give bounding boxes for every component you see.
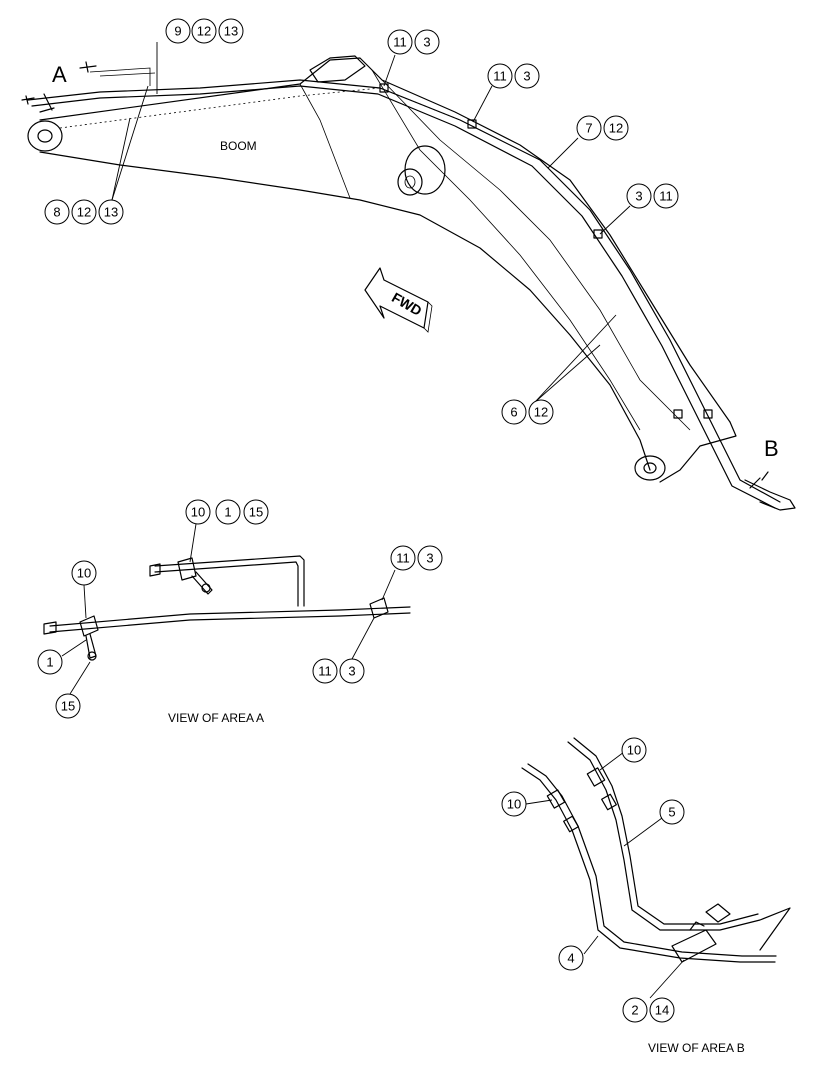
area-b-letter: B (764, 436, 779, 461)
callout-15: 15 (249, 505, 263, 520)
callout-12: 12 (534, 405, 548, 420)
callout-11: 11 (493, 69, 507, 84)
callout-2: 2 (631, 1003, 638, 1018)
callout-group-11-3-top: 11 3 (383, 29, 440, 87)
callout-10: 10 (77, 566, 91, 581)
boom-structure (27, 55, 737, 483)
fwd-label: FWD (389, 289, 425, 319)
view-area-a (43, 555, 411, 661)
callout-1: 1 (224, 505, 231, 520)
callout-group-11-3-view-top: 11 3 (381, 545, 443, 601)
callout-12: 12 (197, 24, 211, 39)
view-b-caption: VIEW OF AREA B (648, 1041, 745, 1055)
callout-10: 10 (627, 743, 641, 758)
callout-3: 3 (426, 551, 433, 566)
hydraulic-lines-boom (27, 67, 781, 509)
callout-group-10-view: 10 (71, 560, 97, 619)
callout-group-10-1-15-a: 10 1 15 (185, 499, 269, 563)
callout-group-11-3-view-bottom: 11 3 (312, 617, 375, 684)
callout-5: 5 (668, 805, 675, 820)
view-area-b (521, 737, 791, 963)
callout-group-1-view: 1 (37, 639, 87, 675)
callout-8: 8 (53, 205, 60, 220)
callout-6: 6 (510, 405, 517, 420)
callout-group-5: 5 (623, 799, 685, 847)
callout-13: 13 (224, 24, 238, 39)
callout-11: 11 (393, 35, 407, 50)
callout-11: 11 (318, 664, 332, 679)
callout-group-10-b-top: 10 (599, 737, 647, 771)
callout-group-4: 4 (558, 935, 599, 971)
callout-4: 4 (567, 951, 574, 966)
callout-group-7-12: 7 12 (547, 115, 629, 169)
callout-group-10-b-left: 10 (501, 791, 553, 817)
callout-1: 1 (46, 655, 53, 670)
callout-group-15-view: 15 (55, 661, 91, 719)
callout-group-11-3-mid: 11 3 (472, 63, 540, 123)
callout-12: 12 (77, 205, 91, 220)
callout-10: 10 (507, 797, 521, 812)
view-a-caption: VIEW OF AREA A (168, 711, 264, 725)
callout-10: 10 (191, 505, 205, 520)
callout-3: 3 (348, 664, 355, 679)
callout-3: 3 (523, 69, 530, 84)
callout-13: 13 (104, 205, 118, 220)
callout-3: 3 (635, 189, 642, 204)
callout-14: 14 (655, 1003, 669, 1018)
fittings-area-a (21, 61, 97, 113)
callout-7: 7 (585, 121, 592, 136)
boom-label: BOOM (220, 139, 257, 153)
callout-group-9-12-13: 9 12 13 (156, 18, 244, 94)
callout-group-6-12: 6 12 (501, 314, 617, 425)
callout-group-8-12-13: 8 12 13 (44, 85, 149, 225)
callout-9: 9 (174, 24, 181, 39)
callout-11: 11 (396, 551, 410, 566)
callout-group-3-11: 3 11 (599, 183, 679, 235)
callout-11: 11 (659, 189, 673, 204)
callout-group-2-14: 2 14 (622, 959, 685, 1023)
callout-15: 15 (61, 699, 75, 714)
fittings-area-b (744, 471, 796, 511)
callout-3: 3 (423, 35, 430, 50)
forward-arrow-icon: FWD (364, 267, 433, 333)
area-a-letter: A (52, 62, 67, 87)
callout-12: 12 (609, 121, 623, 136)
